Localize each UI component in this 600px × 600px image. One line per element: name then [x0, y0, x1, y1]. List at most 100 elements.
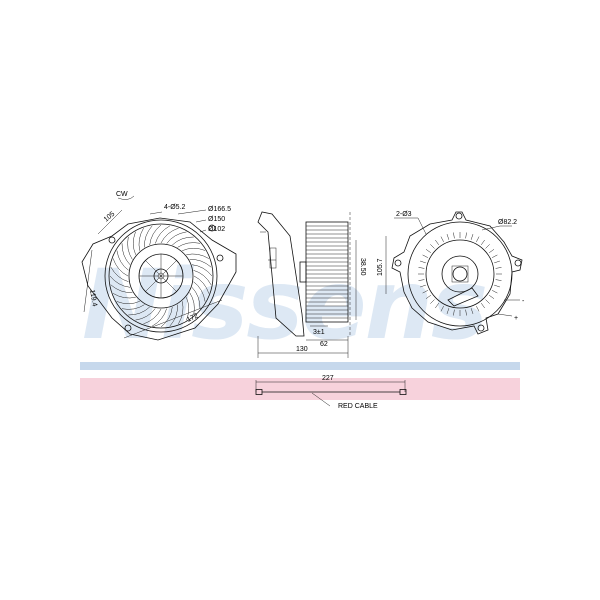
rear-tick	[465, 309, 467, 316]
rear-tick	[495, 279, 502, 281]
rear-tick	[420, 284, 426, 288]
rear-tick	[422, 254, 429, 258]
fan-blade	[160, 306, 173, 328]
rear-tick	[446, 234, 450, 240]
fan-blade	[169, 304, 178, 327]
rear-tick	[440, 236, 444, 243]
rear-tick	[470, 308, 474, 314]
fan-blade	[160, 227, 179, 244]
fan-blade	[193, 270, 212, 286]
fan-blade	[112, 258, 129, 277]
dim-vertical: 38.50	[359, 258, 366, 276]
fan-blade	[172, 236, 194, 246]
dim-130: 130	[296, 346, 308, 353]
diameter-166: Ø166.5	[208, 206, 231, 213]
fan-blade	[121, 304, 145, 310]
rear-tick	[494, 260, 500, 264]
rear-tick	[435, 302, 440, 309]
side-view	[257, 211, 357, 358]
blue-band	[80, 362, 520, 370]
dim-119: 119.4	[88, 289, 98, 307]
diameter-150: Ø150	[208, 216, 225, 223]
dim-105-7: 105.7	[377, 258, 384, 276]
fan-blade	[177, 242, 201, 248]
fan-blade	[127, 236, 133, 260]
rear-tick	[476, 305, 480, 312]
terminal-minus: -	[522, 298, 525, 305]
rear-tick	[465, 232, 467, 239]
rear-view	[385, 211, 523, 335]
cable-length: 227	[322, 375, 334, 382]
fan-blade	[149, 224, 162, 246]
fan-blade	[143, 308, 162, 325]
fan-blade	[193, 281, 206, 302]
fan-blade	[155, 225, 171, 244]
fan-blade	[189, 292, 195, 316]
terminal-plus: +	[514, 315, 518, 322]
fan-fins	[306, 225, 348, 319]
rear-tick	[494, 284, 500, 288]
rear-tick	[446, 308, 450, 314]
rotation-label: CW	[116, 191, 128, 198]
fan-blade	[144, 225, 153, 248]
fan-blade	[138, 227, 144, 251]
fan-blade	[112, 293, 136, 299]
rear-tick	[476, 236, 480, 243]
rear-tick	[480, 239, 485, 246]
rear-tick	[422, 290, 429, 294]
rear-tick	[495, 267, 502, 269]
fan-blade	[133, 231, 136, 255]
dim-3: 3±1	[313, 329, 325, 336]
fan-blade	[166, 231, 187, 244]
fan-blade	[110, 284, 133, 293]
cable-drawing	[255, 380, 407, 407]
fan-blade	[110, 266, 129, 282]
rear-tick	[440, 305, 444, 312]
dim-62: 62	[320, 341, 328, 348]
rear-tick	[491, 290, 498, 294]
fan-blade	[116, 250, 129, 271]
rear-tick	[470, 234, 474, 240]
fan-blade	[135, 308, 156, 321]
rear-tick	[420, 260, 426, 264]
rear-tick	[480, 302, 485, 309]
rear-tick	[435, 239, 440, 246]
holes-front: 4-Ø5.2	[164, 204, 186, 211]
rear-tick	[425, 294, 432, 299]
rear-tick	[488, 294, 495, 299]
fan-blade	[128, 306, 150, 316]
fan-blade	[189, 259, 212, 268]
rear-tick	[485, 299, 490, 304]
holes-rear: 2-Ø3	[396, 211, 412, 218]
cable-label: RED CABLE	[338, 403, 378, 410]
rear-tick	[430, 299, 435, 304]
fan-blade	[186, 253, 210, 259]
rear-tick	[430, 244, 435, 249]
fan-blades	[109, 224, 213, 328]
fan-blade	[109, 275, 131, 288]
pink-band	[80, 378, 520, 400]
fan-blade	[178, 301, 184, 325]
fan-blade	[116, 301, 140, 304]
rear-tick	[425, 249, 432, 254]
dim-105: 105	[103, 211, 117, 224]
brand-watermark: Nissens	[82, 249, 486, 361]
fan-blade	[151, 308, 167, 327]
fan-blade	[191, 264, 213, 277]
fan-blade	[121, 243, 131, 265]
rear-tick	[488, 249, 495, 254]
rear-ticks	[418, 232, 502, 316]
diameter-102: Ø102	[208, 226, 225, 233]
rear-tick	[453, 309, 455, 316]
fan-blade	[193, 275, 210, 294]
fan-blade	[186, 297, 189, 321]
dim-172: 172	[186, 312, 200, 323]
front-view	[81, 195, 237, 341]
diameter-82: Ø82.2	[498, 219, 517, 226]
rear-tick	[485, 244, 490, 249]
rear-tick	[418, 267, 425, 269]
fan-blade	[191, 287, 201, 309]
rear-tick	[418, 279, 425, 281]
rear-tick	[453, 232, 455, 239]
